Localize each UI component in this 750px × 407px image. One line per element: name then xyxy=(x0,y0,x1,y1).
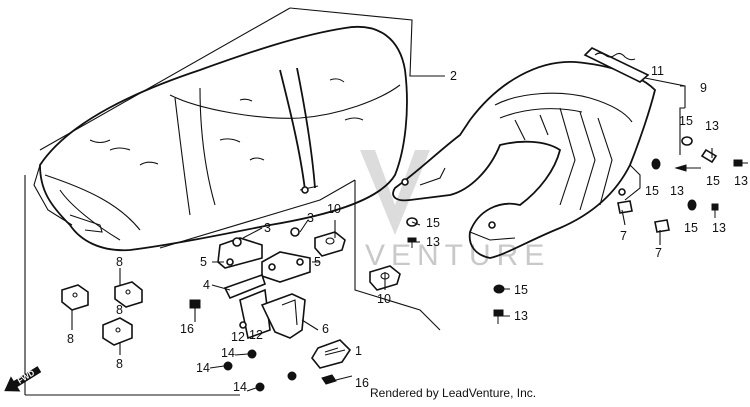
seat-bracket-lines xyxy=(24,7,445,396)
callout-13a: 13 xyxy=(705,119,719,133)
callout-15d: 15 xyxy=(684,221,698,235)
callout-15f: 15 xyxy=(514,283,528,297)
callout-9: 9 xyxy=(700,81,707,95)
callout-10b: 10 xyxy=(377,292,391,306)
callout-14a: 14 xyxy=(221,346,235,360)
callout-13e: 13 xyxy=(426,235,440,249)
callout-5a: 5 xyxy=(200,255,207,269)
credit-text: Rendered by LeadVenture, Inc. xyxy=(370,386,537,400)
callout-7b: 7 xyxy=(655,246,662,260)
callout-2: 2 xyxy=(450,69,457,83)
leader-lines xyxy=(71,75,661,356)
emblem-badge xyxy=(583,47,650,83)
callout-4: 4 xyxy=(203,278,210,292)
callout-13b: 13 xyxy=(670,184,684,198)
callout-14c: 14 xyxy=(233,380,247,394)
callout-5b: 5 xyxy=(314,255,321,269)
callout-13d: 13 xyxy=(712,221,726,235)
callout-3a: 3 xyxy=(264,221,271,235)
callout-15a: 15 xyxy=(679,114,693,128)
callout-12a: 12 xyxy=(231,330,245,344)
callout-15b: 15 xyxy=(645,184,659,198)
hardware-right xyxy=(406,136,748,324)
seat-assembly xyxy=(33,26,408,252)
tail-cowl xyxy=(392,61,656,259)
callout-3b: 3 xyxy=(307,211,314,225)
callout-15c: 15 xyxy=(706,174,720,188)
callout-8d: 8 xyxy=(116,357,123,371)
callout-10a: 10 xyxy=(327,202,341,216)
callout-12b: 12 xyxy=(249,328,263,342)
callout-numbers: 2 11 9 15 13 15 13 15 13 15 13 7 7 15 13… xyxy=(67,64,748,394)
callout-dashes xyxy=(209,353,257,392)
callout-16a: 16 xyxy=(180,322,194,336)
callout-16b: 16 xyxy=(355,376,369,390)
seat-hinge-hardware xyxy=(61,227,401,392)
callout-8a: 8 xyxy=(116,255,123,269)
callout-6: 6 xyxy=(322,322,329,336)
callout-15e: 15 xyxy=(426,216,440,230)
fwd-arrow: FWD xyxy=(4,366,42,392)
watermark-logo xyxy=(360,150,430,235)
bracket-9b xyxy=(679,85,685,155)
callout-13f: 13 xyxy=(514,309,528,323)
callout-8c: 8 xyxy=(116,303,123,317)
callout-1: 1 xyxy=(355,344,362,358)
callout-7a: 7 xyxy=(620,229,627,243)
callout-14b: 14 xyxy=(196,361,210,375)
callout-8b: 8 xyxy=(67,332,74,346)
callout-11: 11 xyxy=(651,64,664,78)
watermark-text: VENTURE xyxy=(365,239,550,272)
callout-13c: 13 xyxy=(734,174,748,188)
